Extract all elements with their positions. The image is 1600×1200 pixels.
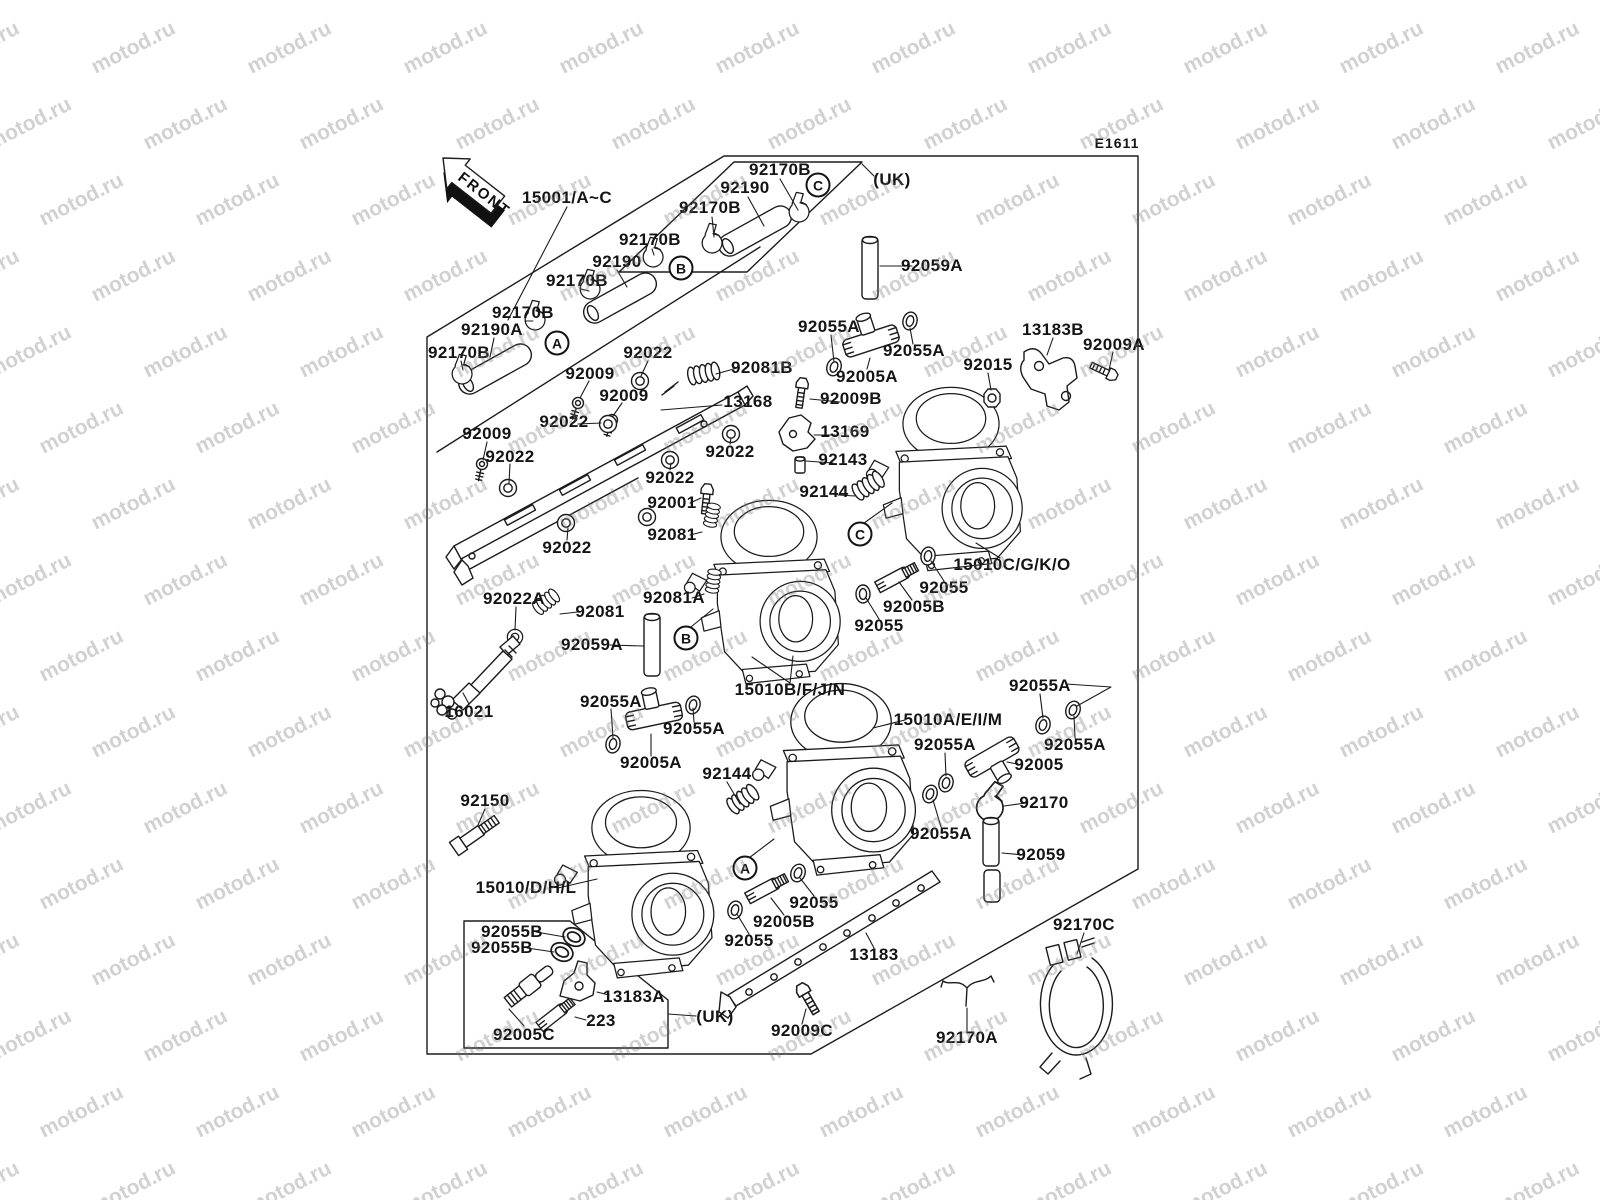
- part-label-92009c: 92009C: [771, 1021, 833, 1041]
- part-label-92059a: 92059A: [901, 256, 963, 276]
- part-label-92055a: 92055A: [910, 824, 972, 844]
- connector-circle-b: B: [668, 255, 694, 281]
- part-label-13183a: 13183A: [603, 987, 665, 1007]
- carburetor-drawing-3: [751, 682, 917, 876]
- part-label-92022: 92022: [539, 412, 589, 432]
- part-label-92170c: 92170C: [1053, 915, 1115, 935]
- part-label-15010b-f-j-n: 15010B/F/J/N: [734, 680, 846, 700]
- part-label-92081: 92081: [575, 602, 625, 622]
- part-label-15010c-g-k-o: 15010C/G/K/O: [953, 555, 1071, 575]
- part-label-13183: 13183: [849, 945, 899, 965]
- clamp-92170C-drawing: [1039, 937, 1114, 1080]
- part-label-92005c: 92005C: [493, 1025, 555, 1045]
- part-label-92015: 92015: [963, 355, 1013, 375]
- part-label-92022: 92022: [623, 343, 673, 363]
- part-label-92055a: 92055A: [1009, 676, 1071, 696]
- uk-bottom-parts: [503, 960, 596, 1008]
- mounting-rail-13183: [718, 870, 941, 1019]
- part-label-92170b: 92170B: [749, 160, 811, 180]
- uk-inset-top: [618, 161, 863, 273]
- part-label-92055a: 92055A: [914, 735, 976, 755]
- part-label-92022: 92022: [705, 442, 755, 462]
- part-label-92190: 92190: [592, 252, 642, 272]
- part-label-92190a: 92190A: [461, 320, 523, 340]
- part-label-92170b: 92170B: [428, 343, 490, 363]
- part-label-13183b: 13183B: [1022, 320, 1084, 340]
- part-label-92005: 92005: [1014, 755, 1064, 775]
- part-label-15001-a-c: 15001/A~C: [521, 188, 613, 208]
- connector-circle-a: A: [544, 330, 570, 356]
- part-label-92170b: 92170B: [619, 230, 681, 250]
- part-label-92055: 92055: [789, 893, 839, 913]
- part-label-92059a: 92059A: [561, 635, 623, 655]
- part-label-92081a: 92081A: [643, 588, 705, 608]
- uk-inset-bottom: [463, 920, 669, 1049]
- part-label-92055a: 92055A: [663, 719, 725, 739]
- bolt-92150: [448, 814, 500, 857]
- border-frame: [426, 155, 1139, 1055]
- part-label-92055a: 92055A: [883, 341, 945, 361]
- connector-circle-b: B: [673, 625, 699, 651]
- part-label-92190: 92190: [720, 178, 770, 198]
- part-label-92170b: 92170B: [492, 303, 554, 323]
- part-label-92005a: 92005A: [620, 753, 682, 773]
- part-label-92170: 92170: [1019, 793, 1069, 813]
- part-label-92005b: 92005B: [883, 597, 945, 617]
- front-arrow-icon: FRONT: [442, 157, 514, 228]
- carburetor-drawing-1: [865, 386, 1023, 572]
- part-label-92055: 92055: [919, 578, 969, 598]
- part-label-uk: (UK): [873, 170, 911, 190]
- carburetor-drawing-4: [553, 789, 715, 979]
- vent-tubes-and-fittings: [619, 235, 1032, 903]
- cable-16021-drawing: [430, 635, 521, 720]
- part-label-92150: 92150: [460, 791, 510, 811]
- part-label-92009a: 92009A: [1083, 335, 1145, 355]
- part-label-92022: 92022: [542, 538, 592, 558]
- part-label-92055b: 92055B: [471, 938, 533, 958]
- part-label-15010a-e-i-m: 15010A/E/I/M: [893, 710, 1003, 730]
- part-label-13168: 13168: [723, 392, 773, 412]
- part-label-92055a: 92055A: [798, 317, 860, 337]
- part-label-92170b: 92170B: [546, 271, 608, 291]
- clamp-92170A-drawing: [940, 975, 995, 1007]
- part-label-92009: 92009: [462, 424, 512, 444]
- part-label-15010-d-h-l: 15010/D/H/L: [475, 878, 577, 898]
- part-label-92055: 92055: [854, 616, 904, 636]
- part-label-92005a: 92005A: [836, 367, 898, 387]
- connector-circle-a: A: [732, 855, 758, 881]
- bracket-13168-drawing: [445, 385, 754, 586]
- part-label-92055a: 92055A: [1044, 735, 1106, 755]
- part-label-223: 223: [586, 1011, 616, 1031]
- leader-lines: [460, 163, 1114, 1032]
- part-label-92059: 92059: [1016, 845, 1066, 865]
- part-label-uk: (UK): [696, 1007, 734, 1027]
- part-label-92001: 92001: [647, 493, 697, 513]
- part-label-92009b: 92009B: [820, 389, 882, 409]
- diagram-code: E1611: [1094, 135, 1140, 151]
- part-label-92143: 92143: [818, 450, 868, 470]
- bracket-13183B-drawing: [1020, 348, 1078, 411]
- connector-circle-c: C: [847, 521, 873, 547]
- part-label-92022: 92022: [645, 468, 695, 488]
- part-label-92055: 92055: [724, 931, 774, 951]
- part-label-92081b: 92081B: [731, 358, 793, 378]
- part-label-92144: 92144: [702, 764, 752, 784]
- part-label-92022a: 92022A: [483, 589, 545, 609]
- part-label-92009: 92009: [599, 386, 649, 406]
- part-label-92055a: 92055A: [580, 692, 642, 712]
- part-label-92009: 92009: [565, 364, 615, 384]
- part-label-16021: 16021: [444, 702, 494, 722]
- part-label-92055b: 92055B: [481, 922, 543, 942]
- small-hardware: [448, 309, 1120, 1033]
- part-label-92022: 92022: [485, 447, 535, 467]
- part-label-92144: 92144: [799, 482, 849, 502]
- part-label-92005b: 92005B: [753, 912, 815, 932]
- part-label-13169: 13169: [820, 422, 870, 442]
- connector-circle-c: C: [805, 172, 831, 198]
- part-label-92170a: 92170A: [936, 1028, 998, 1048]
- part-label-92081: 92081: [647, 525, 697, 545]
- part-label-92170b: 92170B: [679, 198, 741, 218]
